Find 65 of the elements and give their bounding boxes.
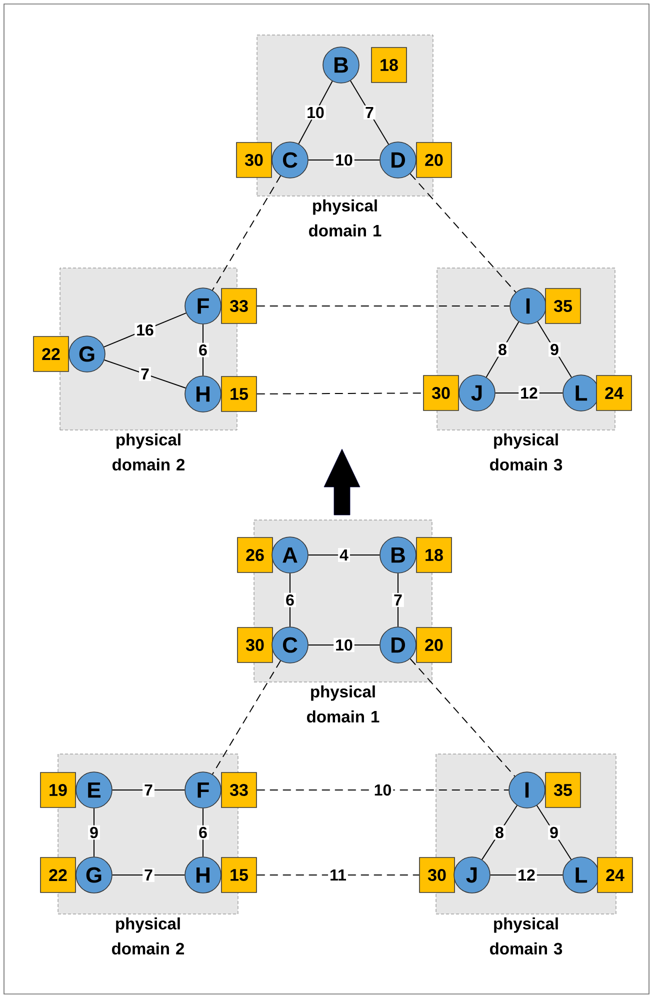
edge-label: 7 (142, 868, 154, 882)
edge-label: 12 (516, 868, 537, 882)
weight-box: 22 (40, 857, 76, 893)
weight-box: 30 (236, 142, 272, 178)
weight-box: 35 (545, 288, 581, 324)
weight-box: 20 (416, 142, 452, 178)
node-label: physical domain 3 (490, 917, 562, 955)
weight-box: 18 (371, 47, 407, 83)
dashed-link (256, 392, 424, 394)
link-line (202, 324, 204, 376)
edge-label: 8 (494, 825, 506, 840)
dashed-link (410, 173, 516, 293)
weight-box: 15 (221, 857, 257, 893)
edge-label: 10 (334, 638, 354, 652)
edge-label: 10 (334, 152, 354, 168)
link-line (490, 874, 564, 876)
edge-label: 16 (134, 322, 156, 338)
edge-label: 10 (372, 782, 394, 798)
link-line (104, 312, 186, 348)
link-line (202, 808, 204, 858)
link-line (308, 554, 380, 556)
weight-box: 18 (416, 537, 452, 573)
edge-label: 11 (328, 868, 348, 882)
link-line (308, 644, 380, 646)
edge-label: 7 (392, 593, 404, 607)
node-label: physical domain 2 (112, 917, 184, 955)
link-line (112, 874, 186, 876)
edge-label: 9 (548, 825, 560, 840)
node-label: physical domain 1 (307, 685, 380, 723)
link-line (104, 360, 186, 388)
weight-box: 30 (419, 857, 455, 893)
edge-label: 6 (197, 342, 209, 358)
dashed-link (410, 658, 516, 777)
link-line (494, 392, 564, 394)
edge-label: 9 (548, 342, 560, 357)
weight-box: 24 (596, 375, 632, 411)
dashed-link (256, 874, 420, 876)
weight-box: 24 (597, 857, 633, 893)
weight-box: 33 (221, 772, 257, 808)
edge-label: 8 (496, 342, 508, 357)
edge-label: 12 (518, 386, 540, 400)
edge-label: 6 (284, 592, 296, 608)
edge-label: 9 (88, 825, 100, 840)
weight-box: 22 (33, 336, 69, 372)
link-line (350, 80, 390, 145)
node-label: physical domain 2 (112, 433, 185, 471)
edge-label: 7 (364, 106, 376, 120)
weight-box: 33 (221, 288, 257, 324)
edge-label: 10 (305, 105, 326, 120)
dashed-link (212, 660, 282, 775)
edge-label: 7 (139, 367, 151, 381)
weight-box: 30 (237, 627, 273, 663)
node-label: physical domain 3 (490, 433, 562, 471)
dashed-link (212, 175, 282, 291)
weight-box: 15 (221, 376, 257, 412)
weight-box: 35 (545, 772, 581, 808)
edge-label: 6 (197, 825, 209, 840)
link-line (298, 80, 333, 144)
weight-box: 30 (423, 375, 459, 411)
weight-box: 26 (237, 537, 273, 573)
weight-box: 20 (416, 627, 452, 663)
node-label: physical domain 1 (309, 199, 382, 237)
weight-box: 19 (40, 772, 76, 808)
edge-label: 7 (142, 783, 154, 798)
edge-label: 4 (338, 548, 350, 562)
